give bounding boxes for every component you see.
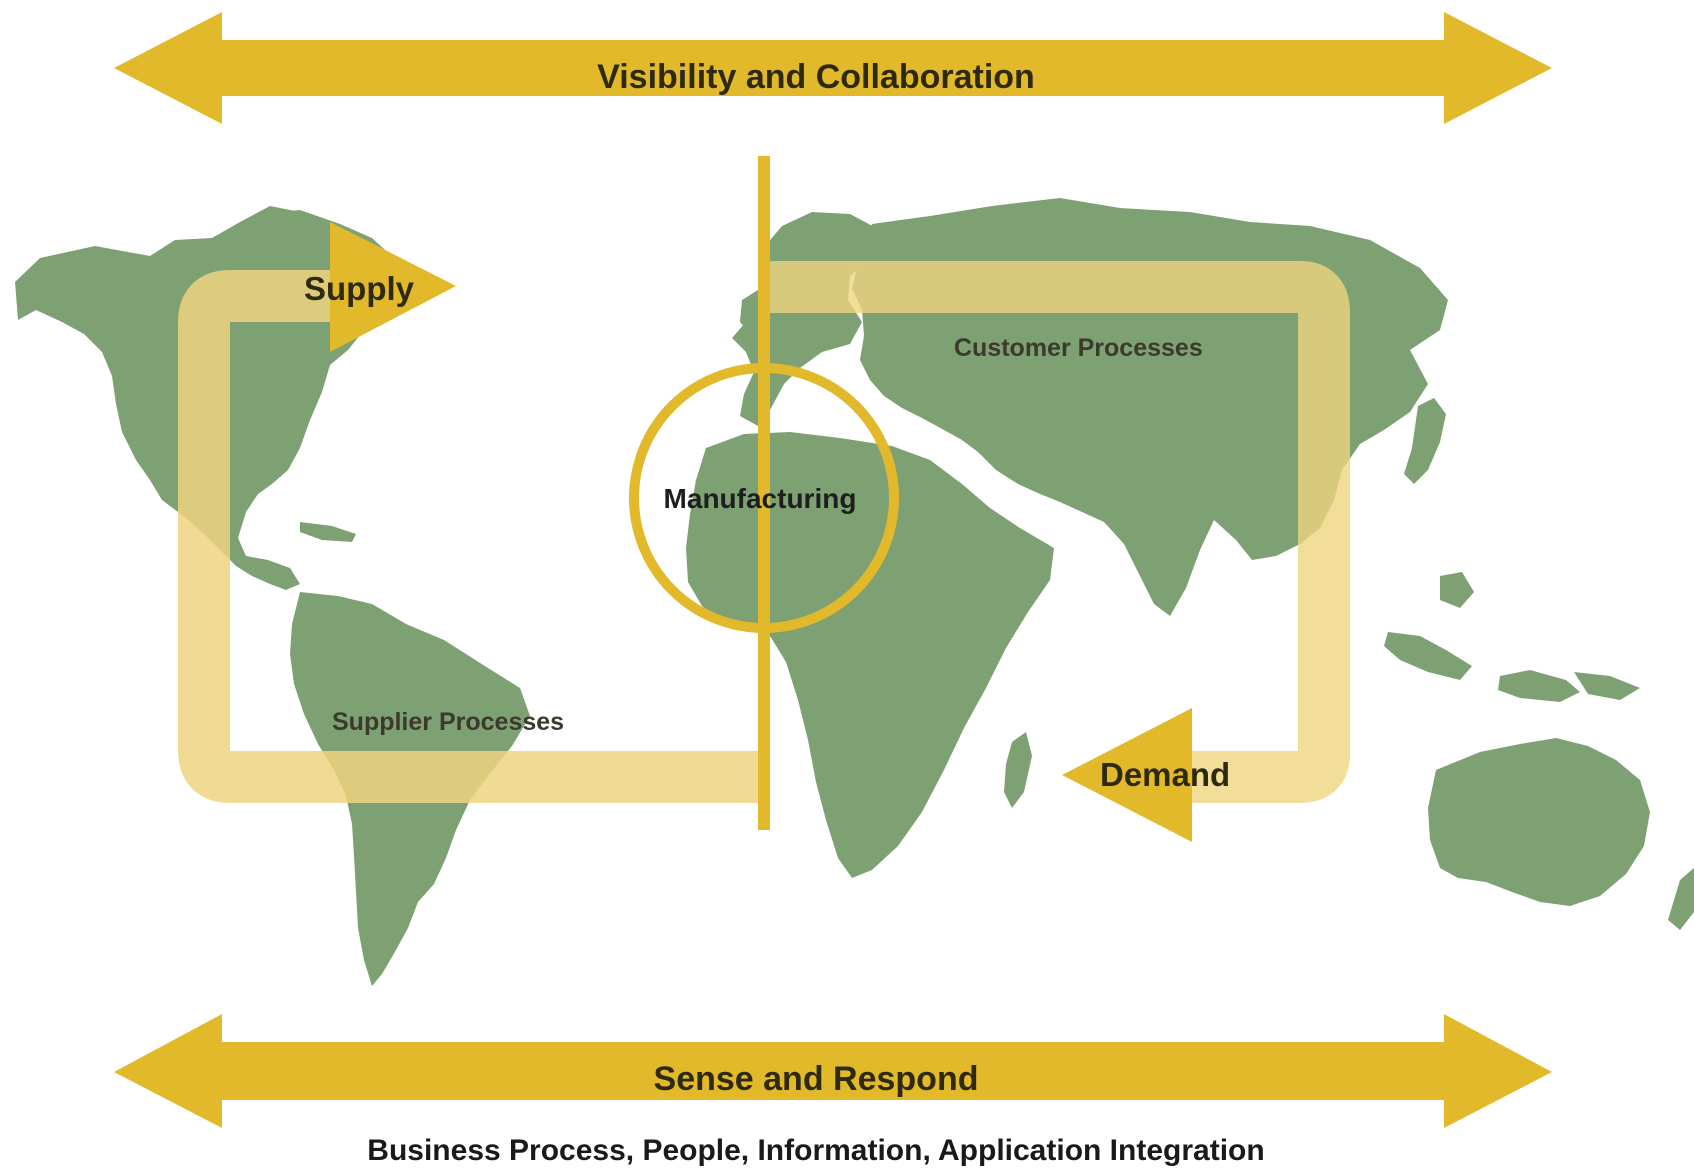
customer-loop xyxy=(760,261,1350,803)
integration-caption: Business Process, People, Information, A… xyxy=(367,1134,1264,1167)
continent-new-zealand xyxy=(1668,868,1694,930)
visibility-collaboration-label: Visibility and Collaboration xyxy=(597,58,1035,96)
demand-arrow-head xyxy=(1062,708,1192,842)
supply-arrow-head xyxy=(330,222,456,352)
sense-respond-arrow xyxy=(114,1014,1552,1128)
customer-processes-label: Customer Processes xyxy=(954,334,1203,362)
flow-loops xyxy=(178,261,1350,803)
visibility-collaboration-arrow xyxy=(114,12,1552,124)
continent-indonesia xyxy=(1384,572,1640,702)
continent-caribbean xyxy=(300,522,356,542)
manufacturing-circle xyxy=(629,363,899,633)
manufacturing-label: Manufacturing xyxy=(664,483,857,514)
supplier-processes-label: Supplier Processes xyxy=(332,708,564,736)
sense-respond-label: Sense and Respond xyxy=(654,1060,979,1098)
continent-madagascar xyxy=(1004,732,1032,808)
supply-label: Supply xyxy=(304,270,415,307)
demand-label: Demand xyxy=(1100,756,1230,793)
continent-australia xyxy=(1428,738,1650,906)
continent-japan xyxy=(1404,398,1446,484)
supplier-loop xyxy=(178,270,760,803)
continent-africa xyxy=(686,432,1054,878)
